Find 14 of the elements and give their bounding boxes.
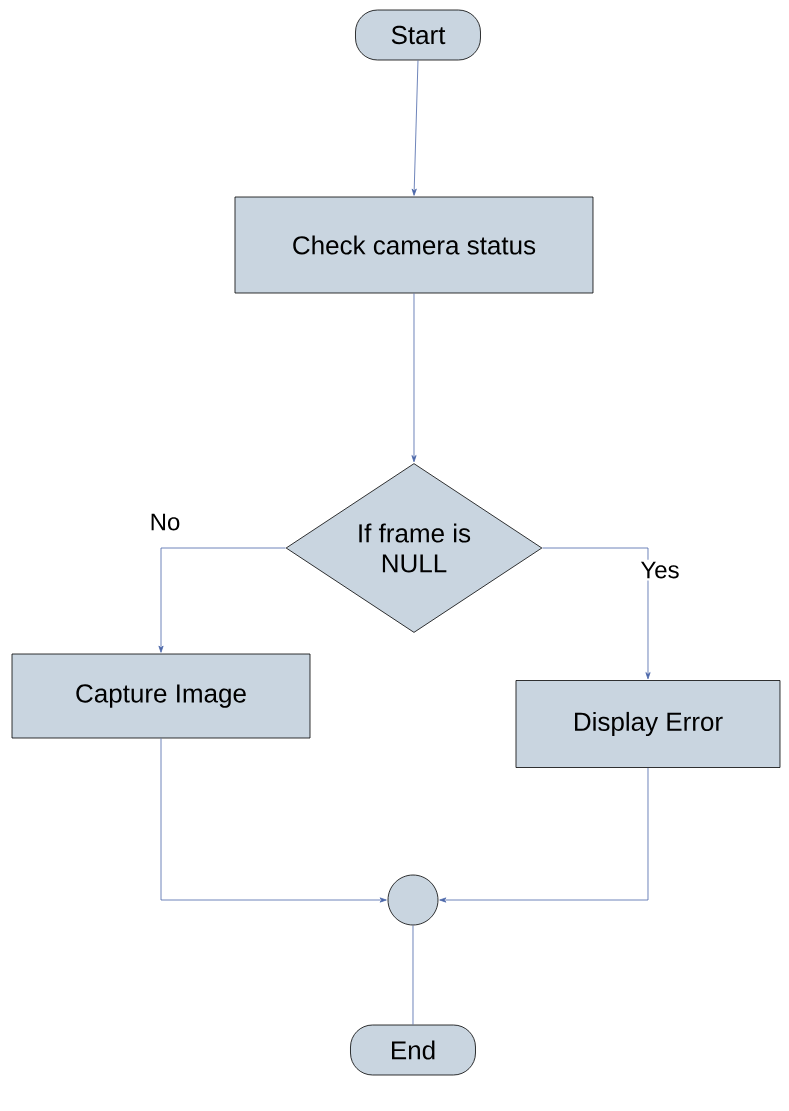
arrow xyxy=(439,767,649,903)
start-terminal: Start xyxy=(355,9,481,61)
process-box: Check camera status xyxy=(234,196,594,294)
process-box: Display Error xyxy=(515,680,781,768)
arrow xyxy=(411,60,419,196)
process-box: Capture Image xyxy=(11,653,311,739)
arrow xyxy=(158,547,286,653)
arrow xyxy=(542,547,651,680)
connector-circle xyxy=(387,874,439,926)
arrow xyxy=(411,293,417,463)
end-terminal: End xyxy=(350,1024,476,1076)
edge-label: No xyxy=(147,511,183,533)
arrow xyxy=(160,738,387,903)
edge-label: Yes xyxy=(638,559,682,581)
